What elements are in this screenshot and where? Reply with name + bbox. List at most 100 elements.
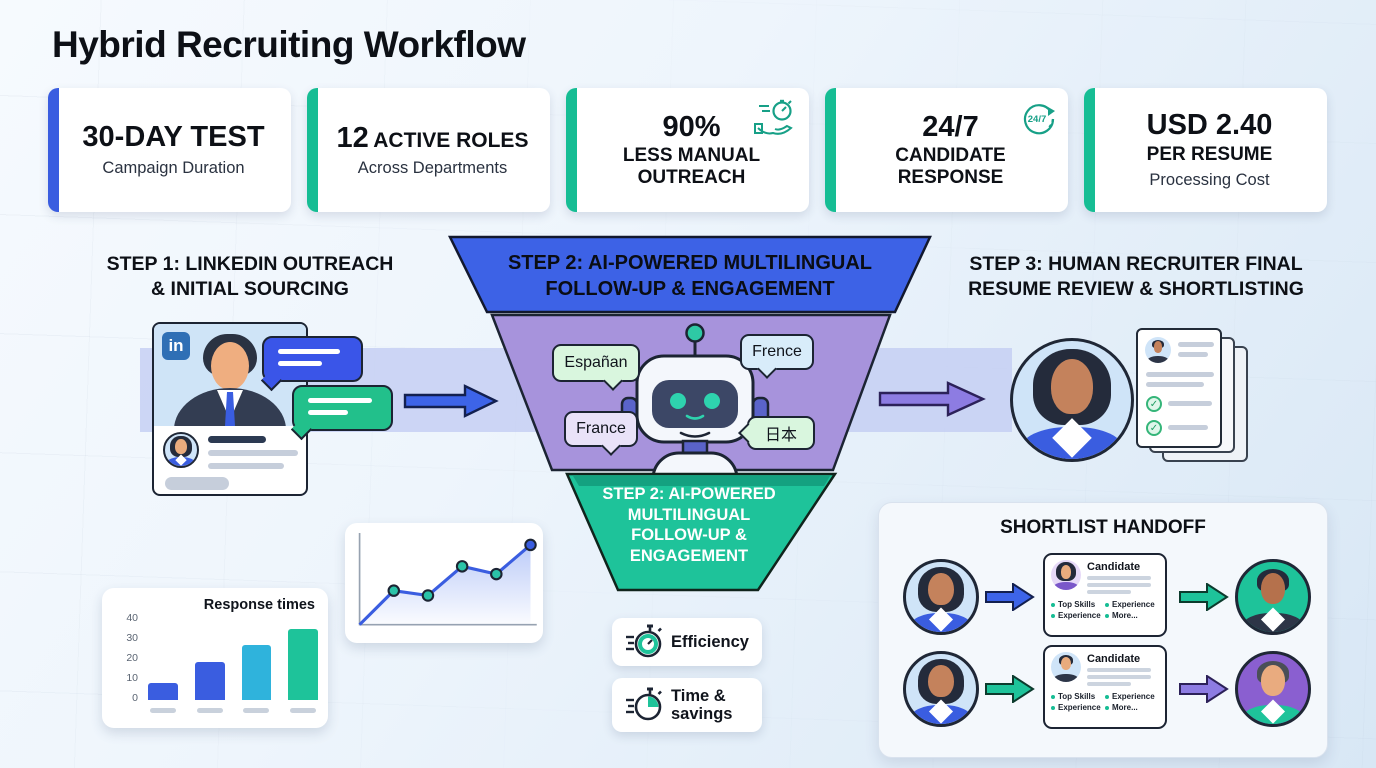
mini-profile-avatar [163, 432, 199, 468]
language-bubble-french-bottom: France [564, 411, 638, 447]
shortlist-row2-source-avatar [903, 651, 979, 727]
bar [194, 662, 225, 700]
card-accent-bar [1084, 88, 1095, 212]
card-accent-bar [825, 88, 836, 212]
candidate-bullet: Experience [1105, 600, 1159, 609]
bar [241, 645, 272, 700]
resume-line [1168, 425, 1208, 430]
arrow-step2-to-step3 [878, 381, 986, 417]
stat-card-candidate-response: 24/7 24/7 CANDIDATE RESPONSE [825, 88, 1068, 212]
robot-face-screen [652, 380, 738, 428]
candidate-bullet: Top Skills [1051, 692, 1105, 701]
resume-line [1168, 401, 1212, 406]
linkedin-logo: in [162, 332, 190, 360]
avatar-face [1060, 656, 1072, 670]
funnel-green-edge [573, 476, 830, 486]
panel-title: SHORTLIST HANDOFF [1000, 517, 1206, 538]
availability-cycle-icon: 24/7 [1023, 104, 1055, 135]
icon-label: 24/7 [1028, 114, 1047, 125]
badge-label: Time & savings [671, 686, 733, 723]
avatar-face [1060, 564, 1072, 579]
stat-card-campaign-duration: 30-DAY TEST Campaign Duration [48, 88, 291, 212]
resume-line [1178, 342, 1214, 347]
efficiency-badge: Efficiency [612, 618, 762, 666]
stat-card-active-roles: 12 ACTIVE ROLES Across Departments [307, 88, 550, 212]
trend-line-chart [345, 523, 543, 643]
robot-eye-left [670, 393, 686, 409]
avatar-face [1153, 341, 1163, 353]
step1-heading: STEP 1: LINKEDIN OUTREACH & INITIAL SOUR… [106, 253, 394, 301]
bar-group [148, 616, 318, 700]
card-accent-bar [307, 88, 318, 212]
robot-eye-right [704, 393, 720, 409]
time-savings-stopwatch-icon [626, 687, 662, 721]
resume-line [1146, 382, 1204, 387]
avatar-shoulders [1146, 355, 1170, 363]
check-icon: ✓ [1146, 396, 1162, 412]
avatar-face [1261, 573, 1285, 604]
stat-bold-label: PER RESUME [1146, 143, 1273, 165]
line-chart-svg [358, 532, 537, 626]
language-bubble-japanese: 日本 [747, 416, 815, 450]
candidate-bullet: More... [1105, 611, 1159, 620]
candidate-text-lines [1087, 668, 1159, 686]
shortlist-row1-target-avatar [1235, 559, 1311, 635]
avatar-face [928, 572, 954, 606]
resume-page-front: ✓ ✓ [1136, 328, 1222, 448]
avatar-face [1261, 665, 1285, 696]
chat-text-line [308, 410, 348, 415]
profile-pill [165, 477, 229, 490]
stat-value: 12 [336, 121, 369, 154]
funnel-bottom-green [565, 472, 838, 592]
stat-value: 90% [662, 110, 721, 143]
candidate-bullet: Experience [1051, 703, 1105, 712]
chat-text-line [278, 349, 340, 354]
candidate-bullet: Experience [1105, 692, 1159, 701]
bar [148, 683, 178, 700]
candidate-card-header: Candidate [1051, 652, 1159, 686]
stat-bold-label: LESS MANUAL OUTREACH [622, 144, 761, 188]
bar-x-labels [148, 708, 318, 713]
chat-text-line [308, 398, 372, 403]
card-accent-bar [566, 88, 577, 212]
stopwatch-wedge [648, 696, 659, 707]
avatar-shoulders [1052, 673, 1080, 682]
resume-stack: ✓ ✓ [1136, 328, 1256, 470]
stat-subtitle: Campaign Duration [102, 158, 245, 177]
check-icon: ✓ [1146, 420, 1162, 436]
efficiency-stopwatch-icon [626, 624, 662, 658]
robot-antenna-ball [685, 323, 705, 343]
avatar-face [1050, 358, 1094, 415]
avatar-face [928, 664, 954, 698]
stat-bold-label: CANDIDATE RESPONSE [895, 144, 1006, 188]
arrow-step1-to-step2 [403, 384, 499, 418]
resume-line [1178, 352, 1208, 357]
resume-line [1146, 372, 1214, 377]
candidate-avatar [1051, 560, 1081, 590]
step2-heading: STEP 2: AI-POWERED MULTILINGUAL FOLLOW-U… [507, 252, 873, 300]
arrow-green-row1 [1179, 583, 1229, 611]
avatar-shoulders [1052, 581, 1080, 590]
candidate-bullet: Experience [1051, 611, 1105, 620]
profile-man-tie [225, 392, 235, 426]
card-accent-bar [48, 88, 59, 212]
stat-value: USD 2.40 [1146, 109, 1273, 142]
avatar-face [175, 438, 187, 454]
stopwatch-hand-icon [754, 99, 793, 135]
step2-funnel-label: STEP 2: AI-POWERED MULTILINGUAL FOLLOW-U… [602, 485, 776, 565]
arrow-green-row2 [985, 675, 1035, 703]
page-title: Hybrid Recruiting Workflow [52, 24, 526, 65]
stat-card-processing-cost: USD 2.40 PER RESUME Processing Cost [1084, 88, 1327, 212]
funnel-top-blue [447, 235, 932, 314]
bar [288, 629, 318, 700]
resume-avatar [1145, 337, 1171, 363]
stat-value: 30-DAY TEST [82, 121, 265, 154]
language-bubble-spanish: Españan [552, 344, 640, 382]
